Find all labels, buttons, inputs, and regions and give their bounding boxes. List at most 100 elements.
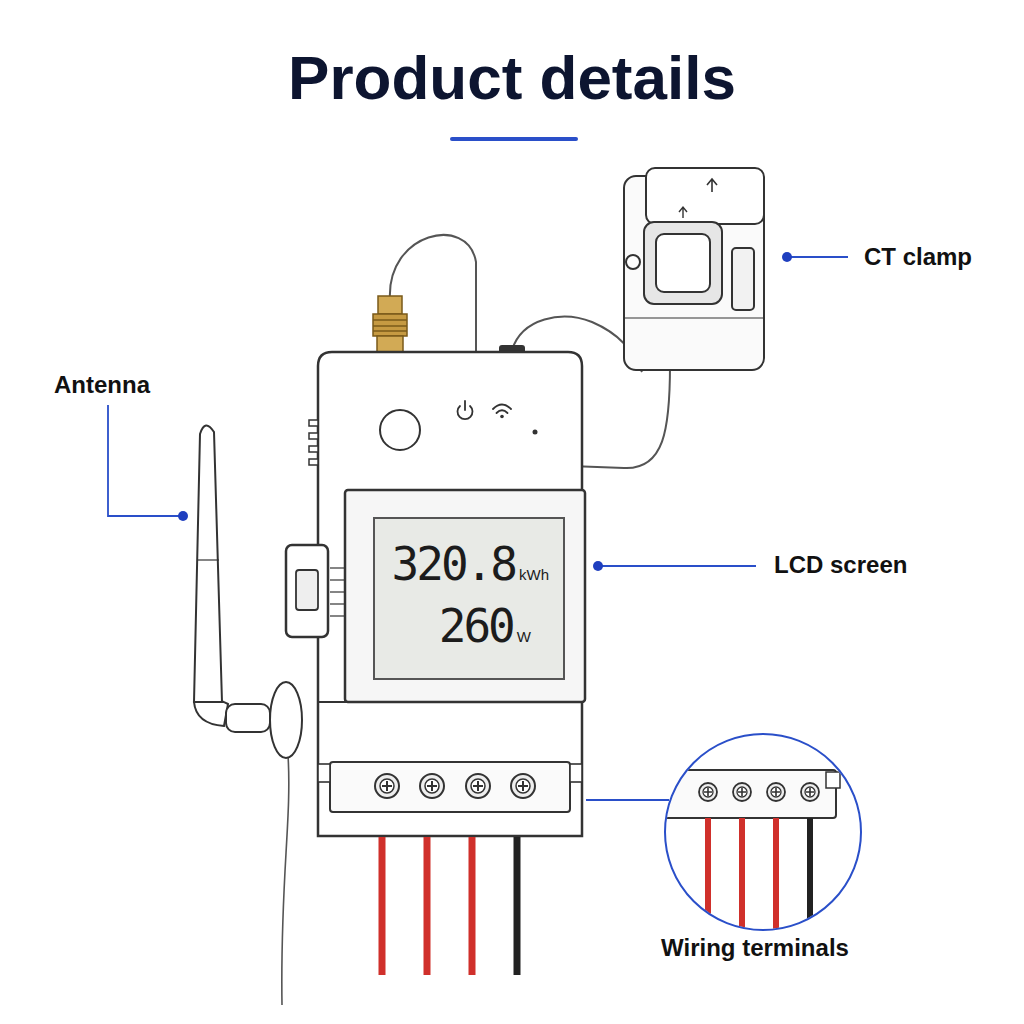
part-label: CT clamp	[862, 243, 974, 272]
screw-cross	[473, 781, 483, 791]
clamp-arrow	[707, 179, 717, 192]
wifi-icon	[493, 405, 511, 410]
leader-dot	[178, 511, 188, 521]
strip-notch	[570, 764, 582, 782]
wifi-icon	[500, 415, 504, 419]
screw-head	[466, 774, 490, 798]
red-wire	[379, 837, 386, 975]
status-icons	[458, 401, 511, 419]
terminal-screw	[511, 774, 535, 798]
screw-head	[511, 774, 535, 798]
vent-slot	[309, 459, 318, 465]
screw-cross	[427, 781, 437, 791]
screw-slot	[380, 779, 394, 793]
clamp-opening	[644, 222, 722, 304]
ct-clamp	[624, 168, 764, 370]
unit-text: W	[517, 629, 531, 644]
part-label: Wiring terminals	[659, 934, 851, 963]
terminal-screws	[375, 774, 535, 798]
antenna-rod	[194, 425, 222, 702]
strip-notch	[826, 772, 840, 788]
screw-cross	[382, 781, 392, 791]
screw-head	[420, 774, 444, 798]
power-icon	[464, 401, 466, 410]
screw-slot	[771, 787, 781, 797]
terminal-screw	[420, 774, 444, 798]
clamp-arrow	[679, 207, 687, 218]
screw-cross	[518, 781, 528, 791]
connector-ridge	[373, 325, 407, 327]
lcd-row: 260W	[375, 603, 563, 649]
connector-ridge	[373, 319, 407, 321]
zoom-detail	[660, 770, 840, 940]
connector-ridge	[373, 330, 407, 332]
wifi-icon	[497, 410, 508, 413]
reading-digits: 320.8	[392, 541, 515, 587]
leader-dot	[782, 252, 792, 262]
screw-head	[767, 783, 785, 801]
terminal-screw	[733, 783, 751, 801]
housing-seam	[318, 701, 582, 703]
lcd-frame	[345, 490, 585, 702]
screw-cross	[704, 788, 712, 796]
title-holder: Product details	[0, 44, 1024, 112]
clip-ridge	[330, 603, 344, 604]
label-holder: Antenna	[52, 371, 152, 400]
part-label: Antenna	[52, 371, 152, 400]
wires	[382, 837, 517, 975]
clip-ridge	[330, 615, 344, 616]
reading-digits: 260	[439, 603, 513, 649]
antenna-band	[197, 559, 219, 560]
unit-text: kWh	[519, 567, 549, 582]
connector-part	[378, 296, 402, 314]
din-clip	[286, 545, 328, 637]
screw-head	[733, 783, 751, 801]
vent-slot	[309, 420, 318, 426]
screw-head	[801, 783, 819, 801]
red-wire	[705, 818, 711, 940]
screw-slot	[516, 779, 530, 793]
label-holder: LCD screen	[772, 551, 909, 580]
clip-ridge	[330, 591, 344, 592]
red-wire	[773, 818, 779, 940]
clamp-latch	[732, 248, 754, 310]
screw-cross	[738, 788, 746, 796]
antenna-joint	[226, 704, 270, 732]
red-wire	[424, 837, 431, 975]
screw-slot	[805, 787, 815, 797]
page-title: Product details	[288, 44, 736, 112]
zoom-circle	[665, 734, 861, 930]
terminal-screw	[375, 774, 399, 798]
black-wire	[807, 818, 813, 940]
lcd-row: 320.8 kWh	[375, 541, 563, 587]
push-button	[380, 410, 420, 450]
terminal-screw	[466, 774, 490, 798]
din-clip-slot	[296, 570, 318, 610]
clamp-cable	[570, 365, 670, 468]
leader-dot	[593, 561, 603, 571]
antenna-mount	[270, 682, 302, 758]
screw-slot	[425, 779, 439, 793]
screw-cross	[806, 788, 814, 796]
clamp-seam	[624, 317, 764, 318]
terminal-screw	[801, 783, 819, 801]
leader-line	[586, 799, 669, 801]
antenna-cable	[282, 755, 289, 1005]
leader-line	[601, 565, 756, 567]
terminal-screw	[699, 783, 717, 801]
screw-slot	[703, 787, 713, 797]
clamp-core	[656, 234, 710, 292]
screw-slot	[737, 787, 747, 797]
antenna	[194, 425, 302, 758]
leader-line	[790, 256, 848, 258]
clamp-hinge	[626, 255, 640, 269]
vent-slot	[309, 433, 318, 439]
zoom-ground	[665, 734, 861, 930]
terminal-strip	[330, 762, 570, 812]
screw-slot	[471, 779, 485, 793]
clamp-jaw	[646, 168, 764, 224]
meter-housing	[286, 352, 585, 836]
status-led	[533, 430, 538, 435]
